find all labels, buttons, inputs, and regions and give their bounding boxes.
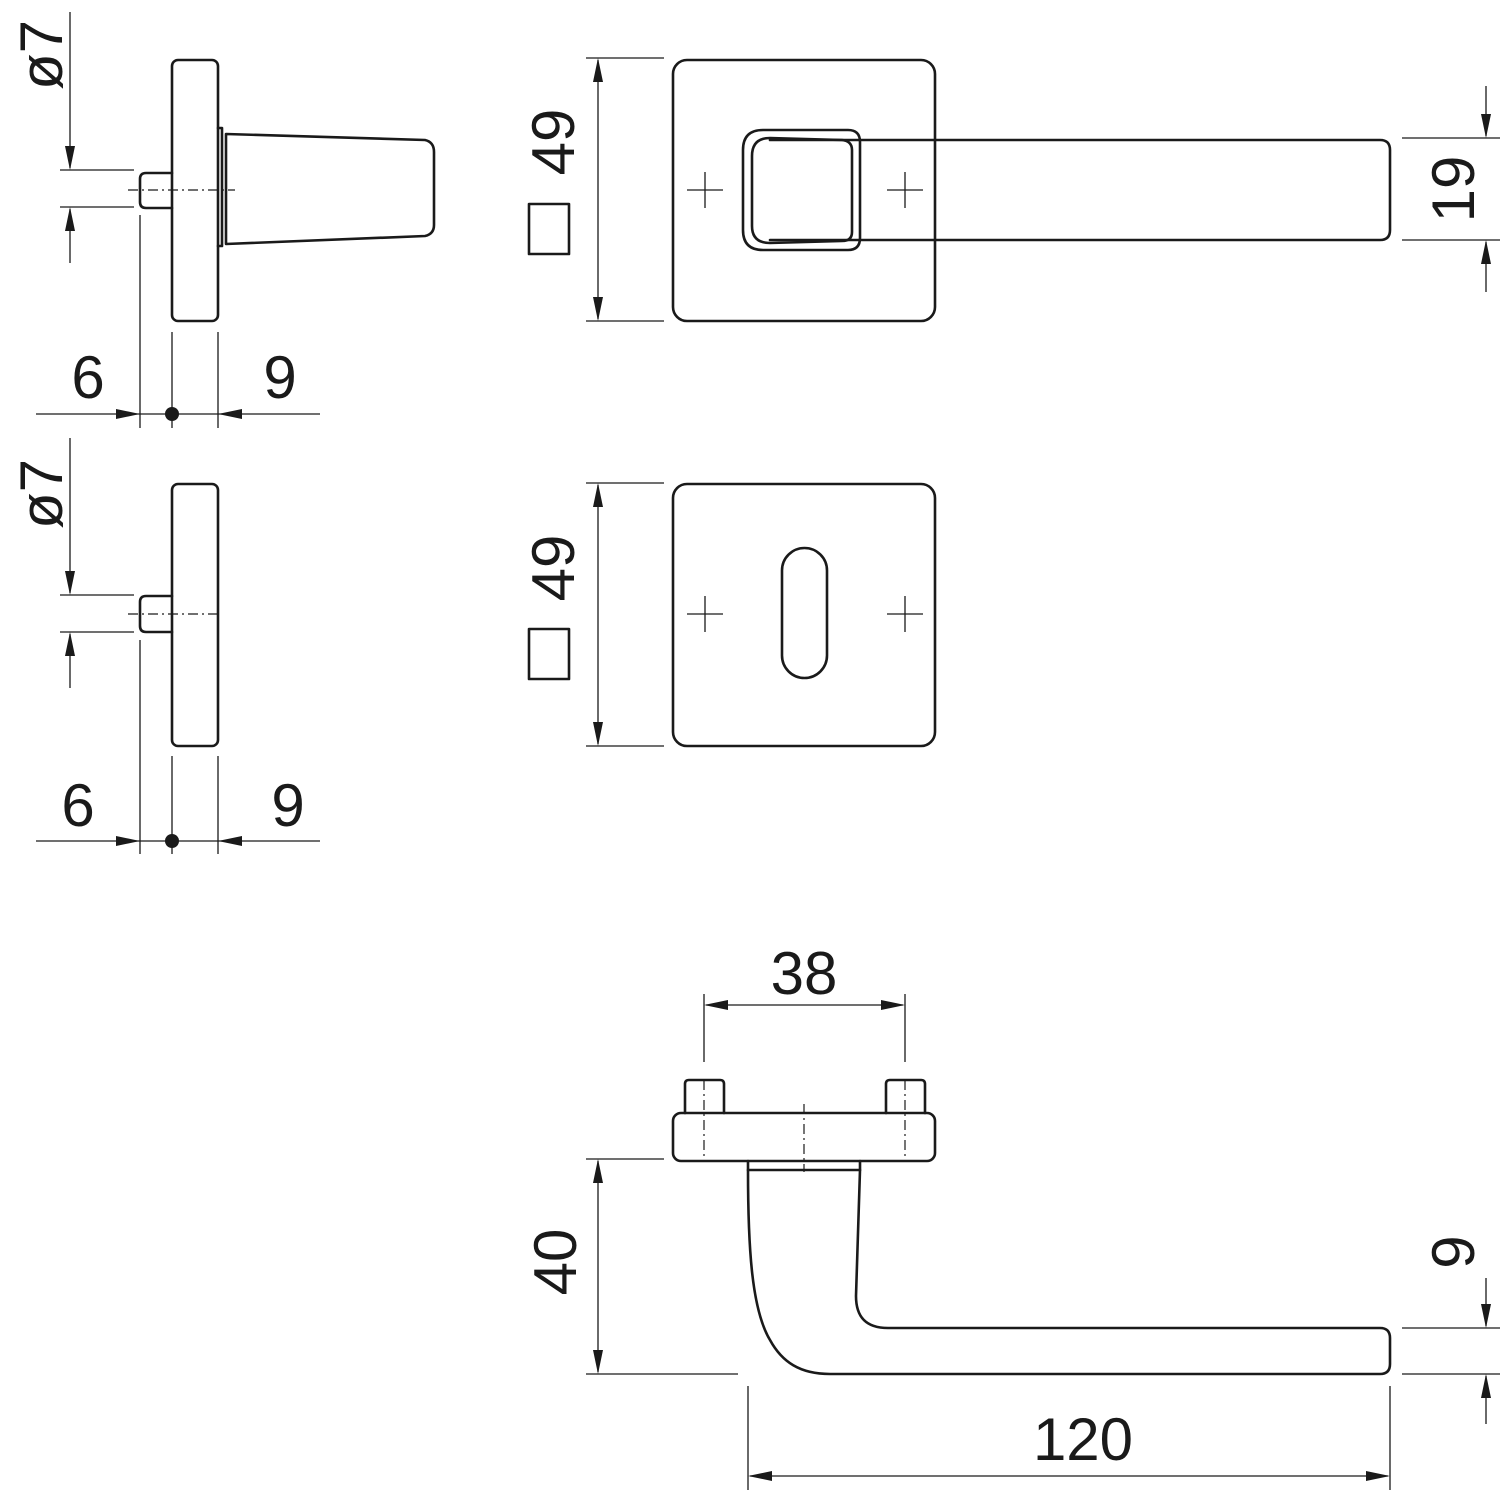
square-symbol	[527, 627, 571, 681]
dim-rose-size-label: 49	[520, 109, 587, 176]
dim-thickness-label: 9	[1420, 1235, 1487, 1268]
rose-collar	[216, 126, 224, 248]
dim-left-label: 6	[61, 772, 94, 839]
dim-diameter-label: ø7	[8, 459, 75, 529]
rose-front-view: 49 19	[520, 57, 1500, 323]
dim-projection-label: 40	[522, 1229, 589, 1296]
dim-right-label: 9	[263, 344, 296, 411]
lever-profile	[746, 1168, 1392, 1376]
lever-arm-front	[768, 138, 1392, 242]
dim-escutcheon-size-label: 49	[520, 535, 587, 602]
escutcheon-plate-front	[671, 482, 937, 748]
lever-collar	[746, 1159, 862, 1172]
dim-left-label: 6	[71, 344, 104, 411]
dim-fixing-spacing-label: 38	[771, 940, 838, 1007]
lever-neck-side	[224, 132, 436, 246]
dim-handle-width-label: 19	[1420, 156, 1487, 223]
escutcheon-front-view: 49	[520, 482, 937, 748]
spindle-stub	[138, 171, 174, 210]
square-symbol	[527, 202, 571, 256]
dim-diameter-label: ø7	[8, 20, 75, 90]
escutcheon-plate-side	[170, 482, 220, 748]
lever-neck-outer	[741, 128, 862, 252]
escutcheon-stub	[138, 594, 174, 634]
lever-profile-view: 38 40 9 120	[522, 940, 1500, 1490]
rose-side-view: ø7 6 9	[8, 12, 436, 428]
escutcheon-side-view: ø7 6 9	[8, 438, 320, 854]
rose-plate-front	[671, 58, 937, 323]
dim-length-label: 120	[1033, 1406, 1133, 1473]
keyhole-slot	[780, 546, 829, 680]
dim-right-label: 9	[271, 772, 304, 839]
lever-neck-inner	[750, 136, 854, 245]
